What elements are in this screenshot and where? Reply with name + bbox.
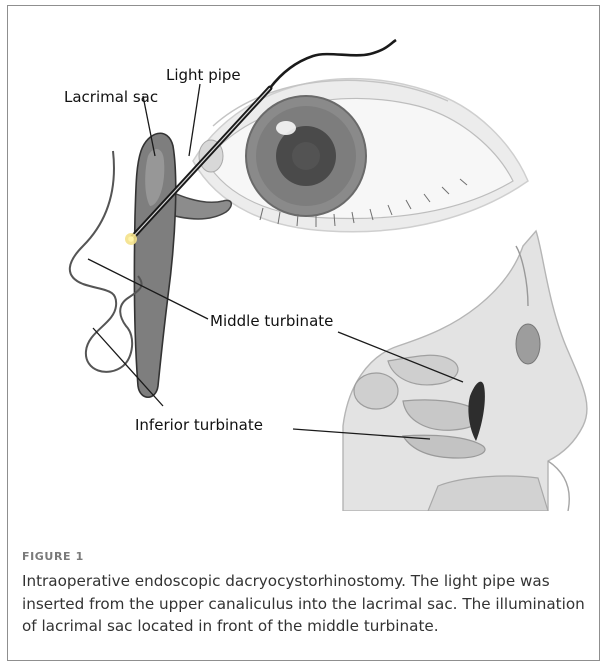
anatomy-illustration: [8, 6, 599, 511]
figure-number: FIGURE 1: [22, 550, 84, 563]
nasal-wall-outline: [70, 151, 142, 372]
nasal-section: [343, 231, 587, 511]
lacrimal-sac-label: Lacrimal sac: [64, 88, 158, 106]
middle-turbinate-label: Middle turbinate: [210, 312, 333, 330]
eye-drawing: [193, 79, 528, 232]
figure-frame: Light pipe Lacrimal sac Middle turbinate…: [7, 5, 600, 661]
inferior-turbinate-label: Inferior turbinate: [135, 416, 263, 434]
light-pipe-label: Light pipe: [166, 66, 241, 84]
figure-caption: Intraoperative endoscopic dacryocystorhi…: [22, 570, 587, 638]
